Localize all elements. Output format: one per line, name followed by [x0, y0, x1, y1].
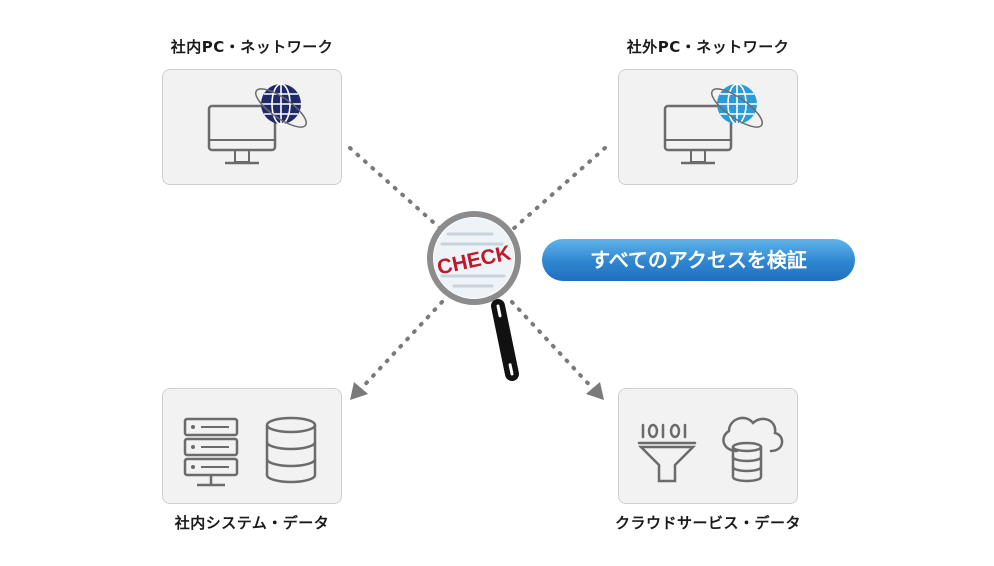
arrowhead-cloud-service [586, 382, 604, 400]
external-pc-box [618, 69, 798, 185]
arrow-cloud-service [510, 300, 598, 394]
line-external-pc [510, 146, 607, 232]
internal-system-label: 社内システム・データ [174, 514, 330, 532]
monitor-globe-icon [663, 83, 763, 165]
line-internal-pc [348, 146, 444, 232]
verify-all-access-badge: すべてのアクセスを検証 [542, 239, 855, 281]
cloud-service-box [618, 388, 798, 504]
arrow-internal-system [356, 300, 444, 394]
internal-system-box [162, 388, 342, 504]
internal-pc-label: 社内PC・ネットワーク [170, 38, 334, 56]
monitor-globe-icon [207, 83, 307, 165]
filter-cloud-database-icon [637, 416, 784, 483]
arrowhead-internal-system [350, 382, 368, 400]
internal-pc-box [162, 69, 342, 185]
magnifier-icon: CHECK [427, 211, 521, 381]
external-pc-label: 社外PC・ネットワーク [626, 38, 790, 56]
server-database-icon [183, 416, 317, 487]
cloud-service-label: クラウドサービス・データ [614, 514, 801, 532]
